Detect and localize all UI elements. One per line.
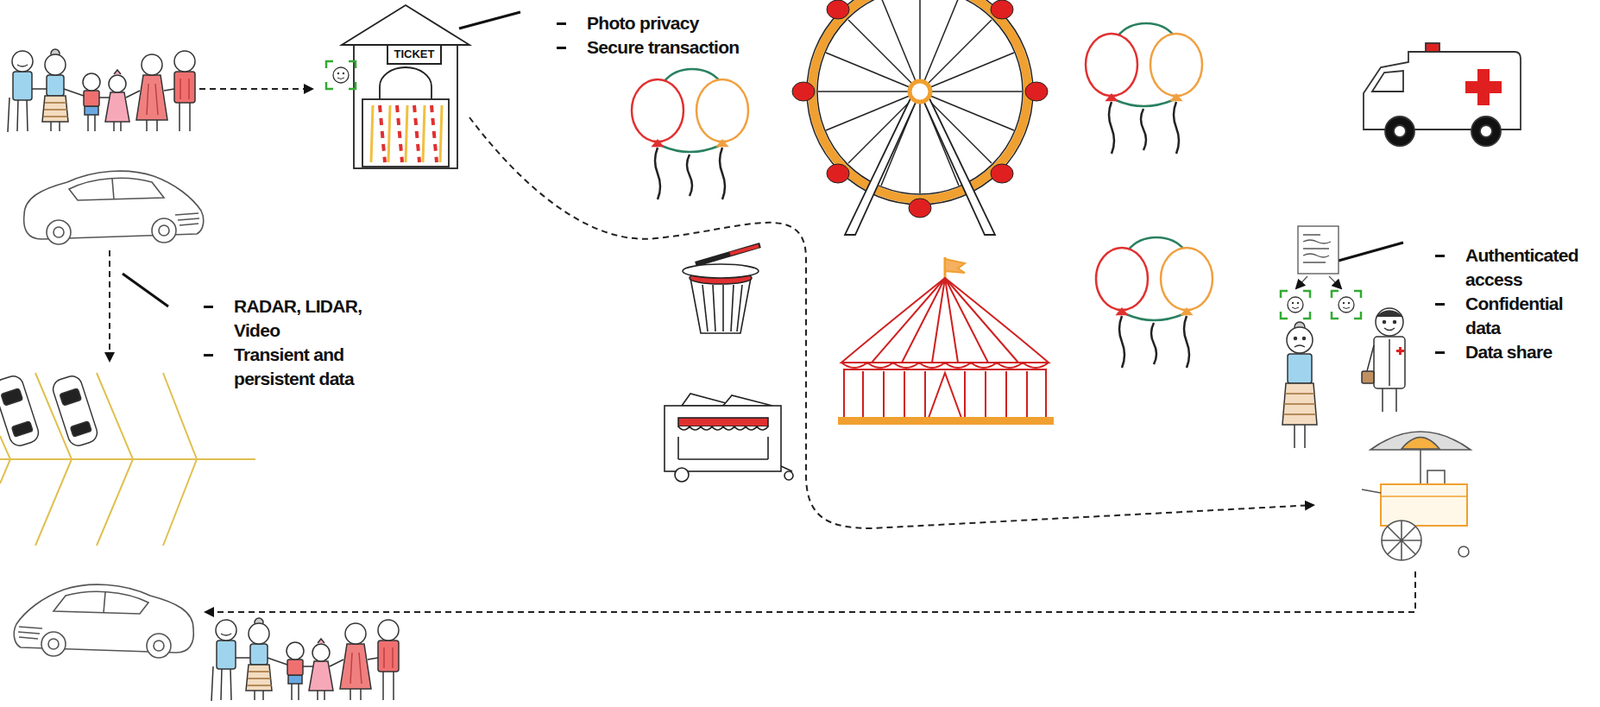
face-scan-icon	[326, 61, 356, 89]
car-icon	[13, 584, 194, 658]
bullet-item: Data share	[1465, 340, 1595, 365]
car-icon	[24, 170, 204, 245]
parking-lines	[0, 372, 256, 546]
bullet-item: Transient and persistent data	[233, 342, 379, 391]
leader-line	[122, 12, 1404, 307]
ferris-wheel	[792, 0, 1048, 235]
callout-text: Photo privacy	[586, 11, 829, 36]
node-text: TICKET	[394, 47, 435, 62]
food-trailer	[664, 393, 794, 482]
balloons	[1085, 23, 1203, 154]
bullet-item: Photo privacy	[586, 11, 829, 36]
balloons	[1096, 237, 1213, 368]
callout-text: Transient and persistent data	[233, 342, 379, 391]
doctor-figure	[1361, 308, 1405, 412]
callout-text: Data share	[1465, 340, 1595, 365]
circus-tent	[838, 257, 1053, 424]
callout-text: Secure transaction	[586, 35, 829, 60]
bullet-item: Secure transaction	[586, 35, 829, 60]
ticket-sign: TICKET	[386, 44, 443, 65]
bullet-dash	[1435, 302, 1445, 306]
family-figure	[211, 617, 399, 701]
bullet-dash	[556, 46, 567, 50]
bullet-item: Confidential data	[1465, 291, 1595, 341]
magic-hat	[682, 245, 761, 334]
parked-cars	[0, 373, 101, 449]
ambulance	[1363, 43, 1521, 146]
callout-text: RADAR, LIDAR, Video	[233, 294, 379, 343]
family-figure	[7, 49, 196, 133]
face-scan-icon	[1280, 290, 1311, 319]
bullet-item: RADAR, LIDAR, Video	[233, 294, 379, 343]
ticket-booth	[341, 5, 470, 169]
bullet-dash	[556, 22, 567, 26]
bullet-dash	[203, 353, 214, 357]
journey-arrow	[109, 88, 1416, 612]
balloons	[631, 69, 749, 200]
bullet-dash	[1435, 254, 1445, 258]
callout-text: Authenticated access	[1465, 243, 1595, 292]
bullet-list: Authenticated accessConfidential dataDat…	[1465, 243, 1595, 365]
bullet-dash	[1435, 351, 1445, 354]
face-scan-icon	[1331, 290, 1361, 319]
callout-text: Confidential data	[1465, 291, 1595, 341]
bullet-item: Authenticated access	[1465, 243, 1595, 292]
snack-cart	[1361, 431, 1471, 561]
patient-figure	[1282, 321, 1317, 448]
record-document	[1296, 226, 1342, 289]
bullet-dash	[203, 305, 214, 309]
bullet-list: RADAR, LIDAR, VideoTransient and persist…	[233, 294, 379, 391]
bullet-list: Photo privacySecure transaction	[586, 11, 829, 60]
